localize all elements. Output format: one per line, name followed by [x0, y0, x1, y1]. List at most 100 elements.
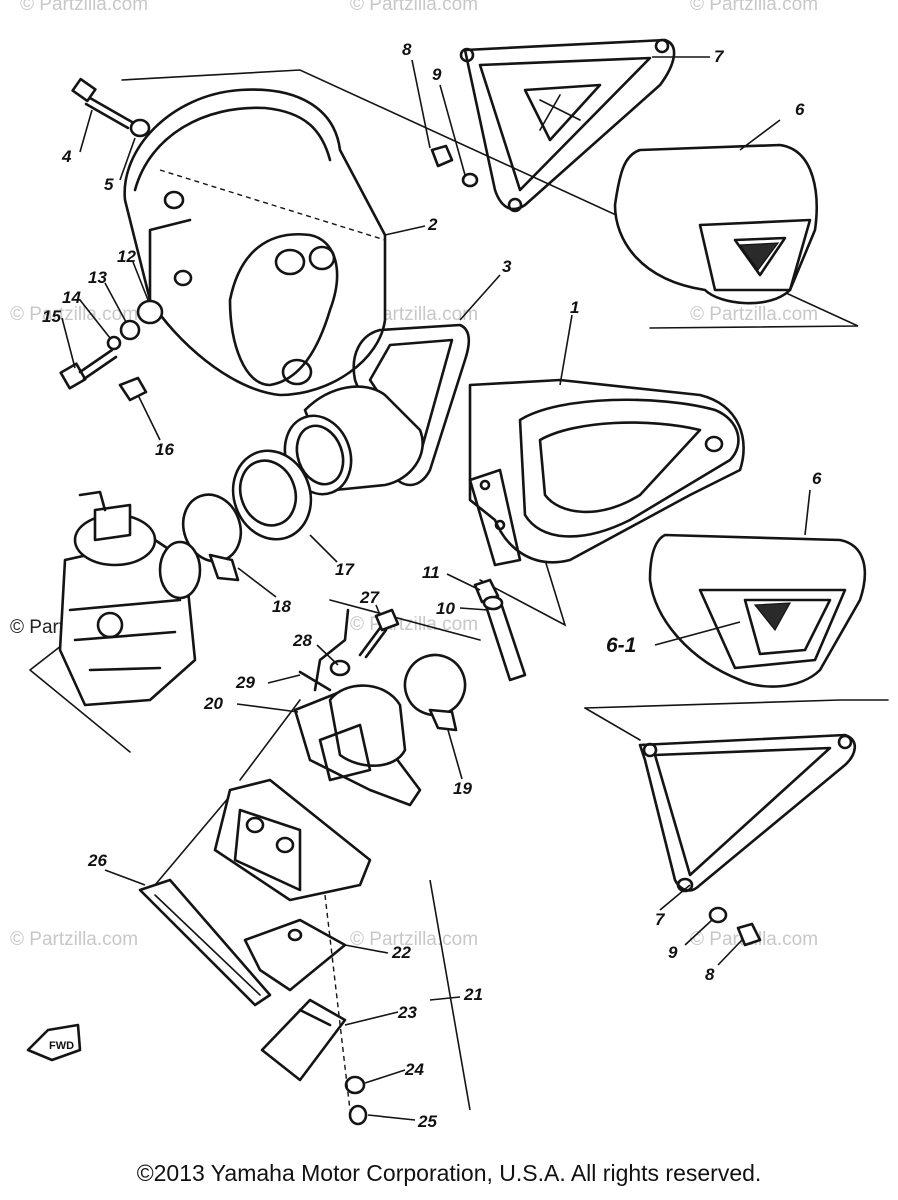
reed-assembly-axis [324, 894, 351, 1111]
carburetor [58, 490, 202, 707]
element-window-shade [738, 242, 780, 272]
callout-4: 4 [61, 147, 72, 166]
callout-9-lower: 9 [668, 943, 678, 962]
reed-22-hole [287, 928, 303, 942]
leader-line [367, 1114, 416, 1121]
leader-line [717, 939, 743, 966]
callout-labels: 7 6 8 9 2 3 1 4 5 12 13 14 15 16 17 18 6… [42, 40, 822, 1131]
leader-line [429, 996, 461, 1001]
callout-19: 19 [453, 779, 472, 798]
callout-25: 25 [417, 1112, 437, 1131]
element-lower-face [698, 588, 847, 670]
leader-line [132, 261, 149, 301]
bolt-8-upper [430, 144, 454, 168]
stopper-23 [260, 998, 347, 1082]
watermark: © Partzilla.com [10, 929, 138, 950]
leader-line [316, 644, 339, 666]
guide-frame-inner [478, 56, 652, 192]
leader-line [375, 604, 381, 616]
watermark: © Partzilla.com [350, 0, 478, 15]
reed-valve-block [213, 778, 372, 902]
clamp-18-screw [208, 553, 240, 582]
guide-hole [654, 38, 670, 54]
pin-29 [298, 670, 332, 692]
callout-26: 26 [87, 851, 107, 870]
cover-boss [281, 358, 313, 386]
guide-lower-hole [676, 877, 694, 893]
guide-hole [459, 47, 475, 63]
case-hole [704, 435, 724, 453]
callout-12: 12 [117, 247, 136, 266]
callout-6-lower: 6 [812, 469, 822, 488]
screw-27-head [374, 608, 400, 632]
leader-line [684, 919, 713, 946]
left-fasteners [59, 269, 193, 402]
leader-line [119, 137, 136, 181]
leader-line [459, 274, 501, 321]
watermark: © Partzilla.com [350, 614, 478, 635]
guide-lower-hole [837, 734, 853, 750]
screw-27-shank [358, 626, 388, 659]
bolt-8-lower [736, 922, 762, 947]
callout-16: 16 [155, 440, 174, 459]
callout-22: 22 [391, 943, 411, 962]
callout-8-lower: 8 [705, 965, 715, 984]
carb-cable [78, 490, 107, 512]
leader-line [267, 674, 301, 684]
leader-line [559, 314, 573, 386]
watermark: © Partzilla.com [20, 0, 148, 15]
air-filter-cover [123, 88, 387, 397]
washer-5 [129, 118, 151, 138]
case-bolt-hole [479, 479, 491, 491]
bolt-shank [84, 96, 134, 130]
collar-13 [119, 319, 141, 341]
leader-line [659, 884, 691, 911]
carb-cap [93, 503, 132, 542]
copyright-notice: ©2013 Yamaha Motor Corporation, U.S.A. A… [136, 1160, 762, 1186]
leader-line [344, 944, 389, 954]
case-bracket [468, 468, 522, 567]
washer-9-upper [461, 172, 479, 188]
bolt-4 [71, 77, 151, 138]
callout-15: 15 [42, 307, 61, 326]
element-lower-body [648, 533, 867, 688]
leader-line [79, 109, 93, 153]
cover-side [148, 218, 192, 302]
bolt-15-head [59, 362, 87, 390]
clip-28 [329, 659, 351, 677]
manifold-detail [318, 723, 372, 782]
case-bolt-hole [494, 519, 506, 531]
callout-7-lower: 7 [655, 910, 666, 929]
callout-10: 10 [436, 599, 455, 618]
leader-line [739, 119, 781, 151]
filter-guide-7-upper [430, 38, 676, 213]
leader-line [309, 534, 338, 563]
manifold-20 [293, 684, 422, 807]
guide-cross [523, 83, 602, 142]
callout-20: 20 [203, 694, 223, 713]
gasket-plane [154, 789, 236, 886]
fwd-arrow: FWD [26, 1023, 82, 1062]
leader-line [104, 282, 127, 323]
leader-line [104, 869, 146, 886]
leader-line [447, 729, 463, 780]
cover-grommet [173, 269, 193, 287]
filter-element-6-upper [613, 143, 818, 305]
grommet-12 [136, 299, 164, 325]
screw-27-28-29 [298, 608, 400, 692]
gasket-line [154, 894, 261, 996]
element-face [698, 218, 812, 292]
element-window [733, 236, 787, 277]
cover-body [123, 88, 387, 397]
callout-6: 6 [795, 100, 805, 119]
callout-17: 17 [335, 560, 355, 579]
lower-right-plane-edge [584, 707, 641, 741]
fwd-label: FWD [49, 1040, 74, 1052]
case-opening [538, 421, 702, 514]
watermark: © Partzilla.com [350, 929, 478, 950]
carb-intake [158, 540, 202, 600]
housing-plane [479, 559, 567, 627]
leader-line [137, 394, 161, 441]
reed-hole [245, 816, 265, 834]
screw-25 [348, 1104, 368, 1126]
